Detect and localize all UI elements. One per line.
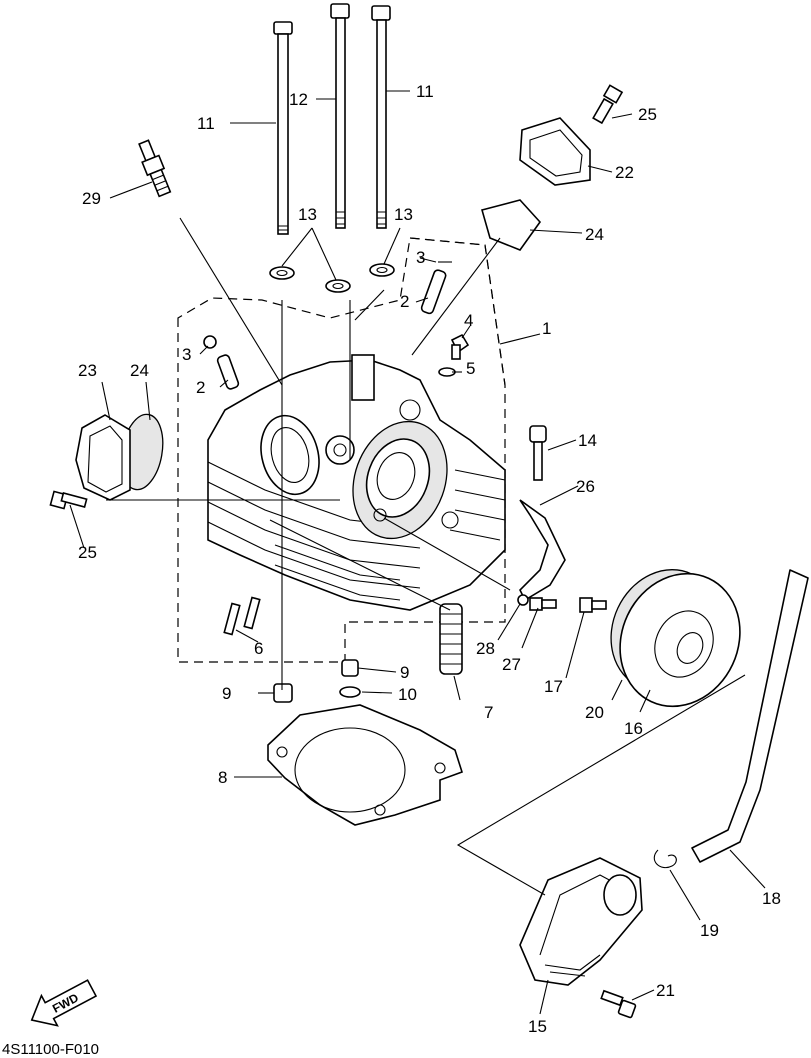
cylinder-head-cover-15 bbox=[519, 857, 643, 986]
callout-29: 29 bbox=[82, 189, 101, 208]
callout-21: 21 bbox=[656, 981, 675, 1000]
callout-26: 26 bbox=[576, 477, 595, 496]
callout-23: 23 bbox=[78, 361, 97, 380]
callout-labels: 11 12 11 13 13 29 25 22 24 1 3 2 4 5 3 2… bbox=[78, 82, 781, 1036]
bolt-14 bbox=[529, 425, 547, 481]
dowel-pin-9-right bbox=[341, 659, 359, 677]
fwd-arrow-icon: FWD bbox=[30, 979, 98, 1027]
callout-4: 4 bbox=[464, 311, 473, 330]
callout-16: 16 bbox=[624, 719, 643, 738]
gasket-26 bbox=[519, 499, 566, 602]
cover-assembly-boundary bbox=[409, 237, 506, 386]
callout-8: 8 bbox=[218, 768, 227, 787]
valve-guide-2-left bbox=[216, 354, 240, 390]
hose-clip-19 bbox=[653, 849, 677, 868]
side-cover-23 bbox=[49, 413, 164, 510]
callout-9-left: 9 bbox=[222, 684, 231, 703]
dowel-pin-9-left bbox=[273, 683, 293, 703]
head-bolt-11-right bbox=[371, 5, 391, 229]
washer-13-b bbox=[325, 279, 351, 293]
callout-2-left: 2 bbox=[196, 378, 205, 397]
cover-gasket-24-top bbox=[481, 199, 542, 251]
callout-3-left: 3 bbox=[182, 345, 191, 364]
breather-hose bbox=[691, 569, 809, 863]
o-ring-10 bbox=[339, 686, 361, 698]
cylinder-head bbox=[207, 354, 506, 611]
stud-bolt-4 bbox=[450, 333, 470, 360]
callout-3-right: 3 bbox=[416, 248, 425, 267]
leader-lines bbox=[69, 90, 766, 1015]
callout-22: 22 bbox=[615, 163, 634, 182]
cam-chain-guide bbox=[439, 603, 463, 675]
callout-12: 12 bbox=[289, 90, 308, 109]
callout-1: 1 bbox=[542, 319, 551, 338]
bolt-17 bbox=[579, 597, 607, 613]
spark-plug bbox=[138, 139, 172, 198]
bolt-21 bbox=[600, 989, 637, 1019]
callout-5: 5 bbox=[466, 359, 475, 378]
callout-25-left: 25 bbox=[78, 543, 97, 562]
cylinder-head-gasket bbox=[267, 704, 463, 826]
tappet-cover-22 bbox=[519, 84, 624, 186]
stud-bolts-6 bbox=[223, 596, 261, 636]
callout-13-right: 13 bbox=[394, 205, 413, 224]
callout-7: 7 bbox=[484, 703, 493, 722]
callout-15: 15 bbox=[528, 1017, 547, 1036]
callout-20: 20 bbox=[585, 703, 604, 722]
diagram-code: 4S11100-F010 bbox=[2, 1041, 99, 1058]
callout-18: 18 bbox=[762, 889, 781, 908]
callout-25-top: 25 bbox=[638, 105, 657, 124]
callout-17: 17 bbox=[544, 677, 563, 696]
callout-9-right: 9 bbox=[400, 663, 409, 682]
callout-14: 14 bbox=[578, 431, 597, 450]
callout-6: 6 bbox=[254, 639, 263, 658]
callout-10: 10 bbox=[398, 685, 417, 704]
callout-13-left: 13 bbox=[298, 205, 317, 224]
callout-28: 28 bbox=[476, 639, 495, 658]
washer-28 bbox=[517, 594, 529, 606]
callout-2-right: 2 bbox=[400, 292, 409, 311]
sprocket-16-and-seal-20 bbox=[610, 569, 741, 708]
head-bolt-11-left bbox=[273, 21, 293, 235]
circlip-3-left bbox=[203, 335, 217, 349]
callout-24-left: 24 bbox=[130, 361, 149, 380]
washer-13-a bbox=[269, 266, 295, 280]
callout-19: 19 bbox=[700, 921, 719, 940]
callout-24-top: 24 bbox=[585, 225, 604, 244]
callout-27: 27 bbox=[502, 655, 521, 674]
callout-11-right: 11 bbox=[416, 82, 434, 101]
valve-guide-2-right bbox=[420, 269, 447, 315]
bolt-27 bbox=[529, 597, 557, 611]
callout-11-left: 11 bbox=[197, 114, 215, 133]
head-bolt-12 bbox=[330, 3, 350, 229]
washer-13-c bbox=[369, 263, 395, 277]
